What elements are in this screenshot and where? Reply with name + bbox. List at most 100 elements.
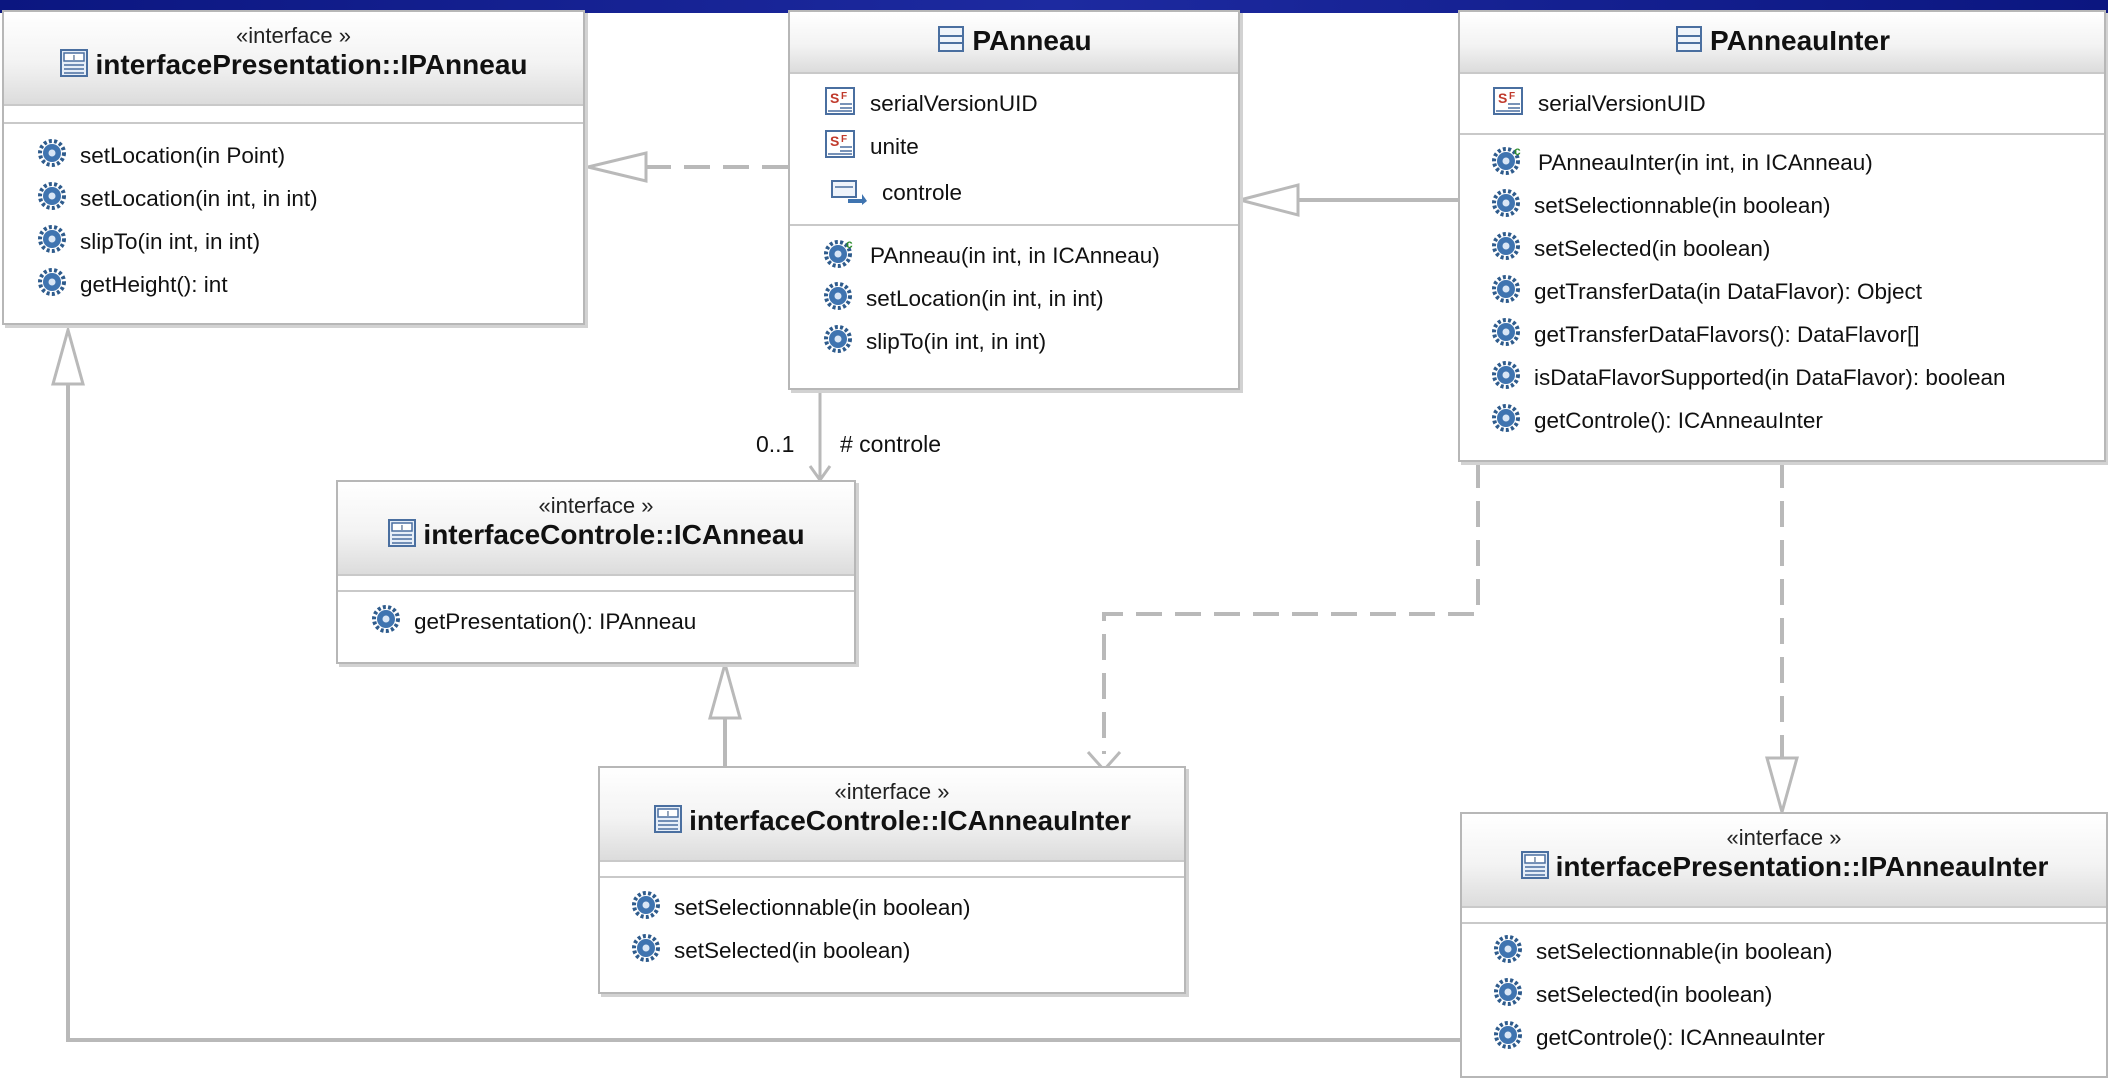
method-row[interactable]: getTransferDataFlavors(): DataFlavor[] xyxy=(1492,313,2104,356)
method-row[interactable]: setSelectionnable(in boolean) xyxy=(1494,930,2106,973)
generalization-ipanneauinter-ipanneau xyxy=(66,384,1460,1042)
interface-icon: I xyxy=(59,48,89,86)
svg-text:S: S xyxy=(830,90,839,106)
svg-text:I: I xyxy=(401,525,403,532)
method-icon xyxy=(1494,977,1522,1012)
method-icon xyxy=(1492,231,1520,266)
class-title: PAnneau xyxy=(972,25,1092,56)
class-header: PAnneauInter xyxy=(1460,12,2104,72)
arrowhead-to-ipanneau-left xyxy=(51,324,85,386)
method-icon xyxy=(1492,274,1520,309)
attribute-compartment xyxy=(600,860,1184,876)
method-row[interactable]: isDataFlavorSupported(in DataFlavor): bo… xyxy=(1492,356,2104,399)
class-title: interfacePresentation::IPAnneau xyxy=(95,49,528,80)
svg-text:I: I xyxy=(1534,857,1536,864)
method-row[interactable]: setLocation(in int, in int) xyxy=(824,277,1238,320)
method-row[interactable]: setLocation(in int, in int) xyxy=(38,177,583,220)
method-icon xyxy=(1492,317,1520,352)
method-row[interactable]: setSelected(in boolean) xyxy=(1494,973,2106,1016)
method-icon xyxy=(38,224,66,259)
method-row[interactable]: setLocation(in Point) xyxy=(38,134,583,177)
method-row[interactable]: setSelected(in boolean) xyxy=(1492,227,2104,270)
svg-text:F: F xyxy=(1509,91,1515,102)
method-icon xyxy=(1492,360,1520,395)
arrowhead-to-ipanneau xyxy=(587,151,648,183)
realization-panneauinter-icanneauinter xyxy=(1102,462,1480,754)
method-row[interactable]: setSelectionnable(in boolean) xyxy=(632,886,1184,929)
class-title: interfaceControle::ICAnneau xyxy=(423,519,805,550)
class-title: interfaceControle::ICAnneauInter xyxy=(689,805,1131,836)
svg-text:c: c xyxy=(1514,145,1521,158)
constructor-icon: c xyxy=(1492,144,1524,181)
method-row[interactable]: getHeight(): int xyxy=(38,263,583,306)
arrowhead-to-ipanneauinter xyxy=(1765,756,1799,818)
arrowhead-to-panneau xyxy=(1234,183,1300,217)
svg-text:I: I xyxy=(74,55,76,62)
method-icon xyxy=(1492,188,1520,223)
attribute-row[interactable]: controle xyxy=(824,168,1238,218)
method-row[interactable]: slipTo(in int, in int) xyxy=(824,320,1238,363)
stereotype: «interface » xyxy=(236,23,351,48)
method-icon xyxy=(632,933,660,968)
interface-icon: I xyxy=(653,804,683,842)
class-title: PAnneauInter xyxy=(1710,25,1890,56)
svg-text:F: F xyxy=(841,91,847,102)
multiplicity-label: 0..1 xyxy=(756,431,795,457)
role-label: # controle xyxy=(840,431,942,457)
method-icon xyxy=(1492,403,1520,438)
svg-text:c: c xyxy=(846,238,853,251)
method-row[interactable]: getControle(): ICAnneauInter xyxy=(1492,399,2104,442)
class-title: interfacePresentation::IPAnneauInter xyxy=(1555,851,2049,882)
svg-text:I: I xyxy=(667,811,669,818)
association-field-icon xyxy=(830,175,868,211)
interface-icon: I xyxy=(387,518,417,556)
method-row[interactable]: setSelectionnable(in boolean) xyxy=(1492,184,2104,227)
attribute-compartment xyxy=(1462,906,2106,922)
method-icon xyxy=(632,890,660,925)
constructor-icon: c xyxy=(824,237,856,274)
stereotype: «interface » xyxy=(538,493,654,518)
method-list: setSelectionnable(in boolean) setSelecte… xyxy=(1462,924,2106,1065)
attribute-compartment xyxy=(4,104,583,122)
method-icon xyxy=(38,138,66,173)
method-icon xyxy=(824,324,852,359)
class-header: PAnneau xyxy=(790,12,1238,72)
method-list: getPresentation(): IPAnneau xyxy=(338,592,854,649)
class-icon xyxy=(936,24,966,62)
svg-text:S: S xyxy=(830,133,839,149)
interface-icon: I xyxy=(1520,850,1550,888)
method-icon xyxy=(38,267,66,302)
stereotype: «interface » xyxy=(834,779,950,804)
method-row[interactable]: getTransferData(in DataFlavor): Object xyxy=(1492,270,2104,313)
stereotype: «interface » xyxy=(1726,825,1842,850)
method-row[interactable]: getPresentation(): IPAnneau xyxy=(372,600,854,643)
method-icon xyxy=(38,181,66,216)
method-row[interactable]: getControle(): ICAnneauInter xyxy=(1494,1016,2106,1059)
method-row[interactable]: slipTo(in int, in int) xyxy=(38,220,583,263)
method-row[interactable]: setSelected(in boolean) xyxy=(632,929,1184,972)
svg-text:F: F xyxy=(841,134,847,145)
attribute-compartment xyxy=(338,574,854,590)
method-list: setLocation(in Point) setLocation(in int… xyxy=(4,124,583,312)
